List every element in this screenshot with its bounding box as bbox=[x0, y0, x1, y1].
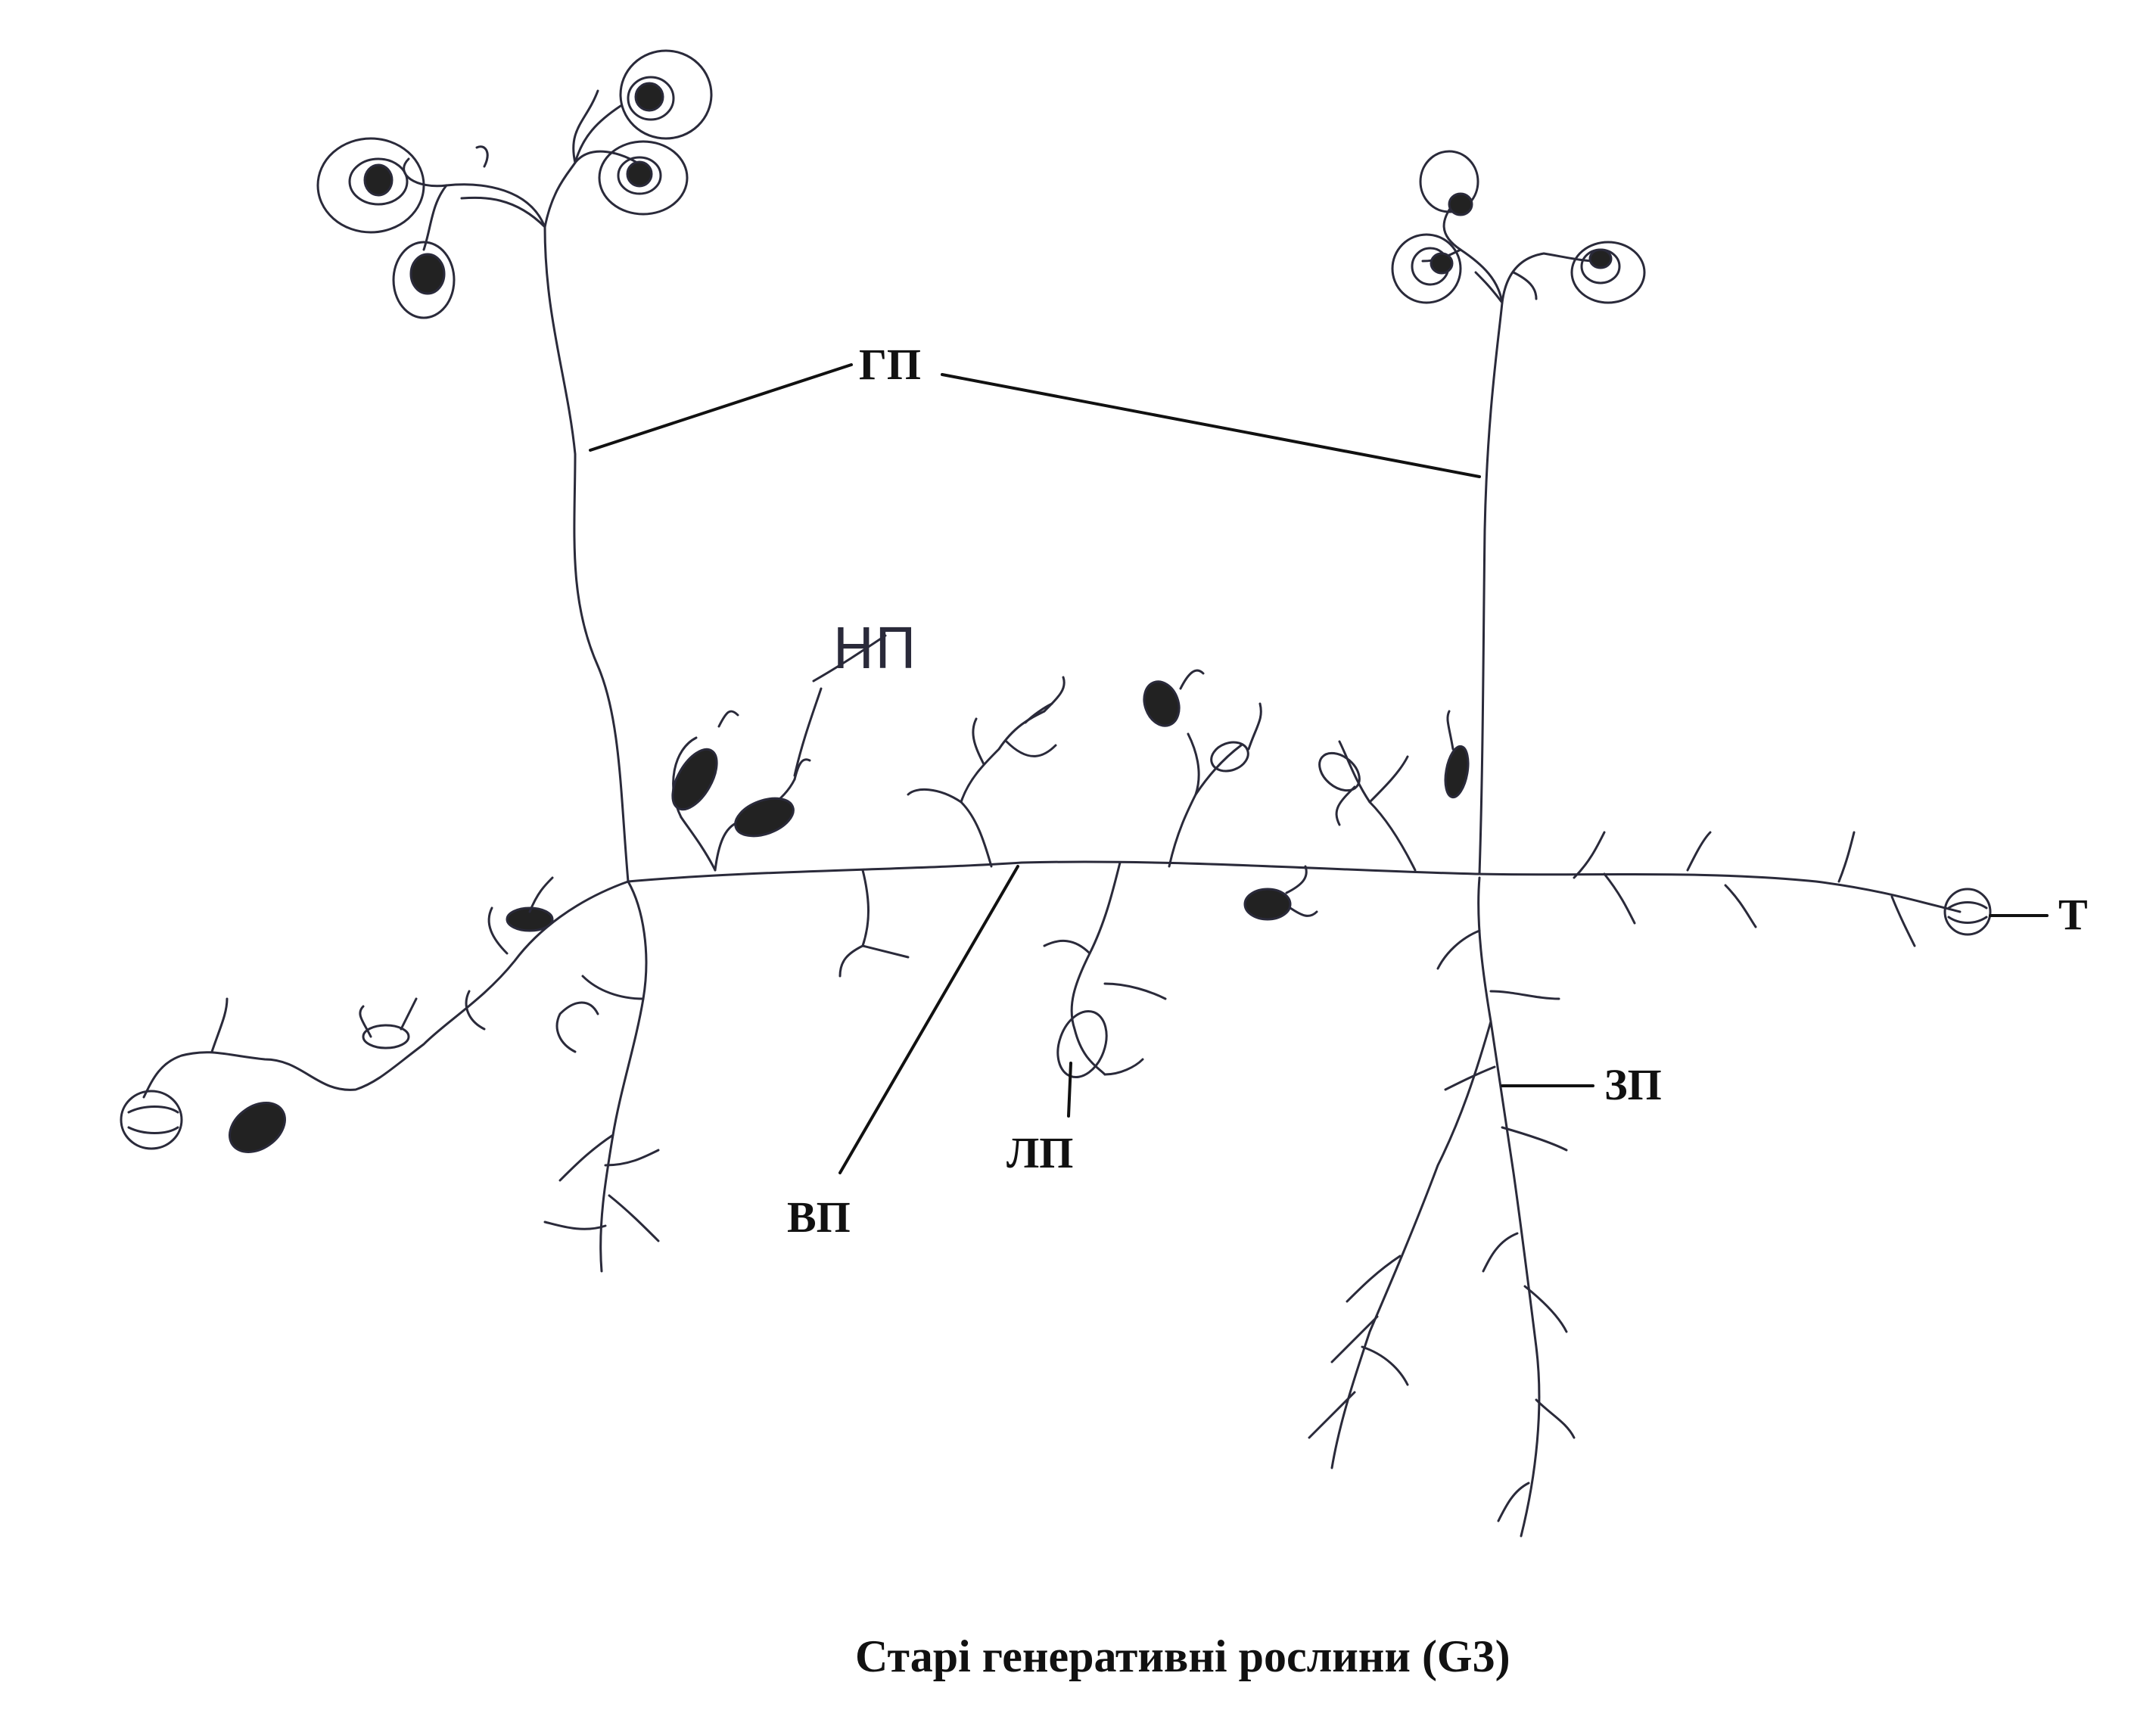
daughter-tuber-right bbox=[1943, 888, 1992, 936]
flower-head bbox=[619, 49, 713, 140]
leader-vp bbox=[838, 865, 1019, 1174]
flower-head bbox=[1419, 150, 1479, 213]
leader-np-2 bbox=[793, 687, 823, 777]
label-lp: ЛП bbox=[1006, 1128, 1074, 1177]
flower-head bbox=[1391, 233, 1462, 304]
caption: Старі генеративні рослини (G3) bbox=[855, 1631, 1510, 1681]
flower-head bbox=[392, 241, 456, 319]
rhizome-main bbox=[627, 860, 1962, 913]
leader-gp-right bbox=[941, 373, 1481, 478]
root-right bbox=[1477, 876, 1541, 1538]
label-zp: ЗП bbox=[1604, 1060, 1662, 1109]
leader-lp bbox=[1067, 1062, 1072, 1118]
daughter-tuber-left bbox=[120, 1090, 183, 1150]
label-gp: ГП bbox=[859, 340, 922, 389]
label-np: НП bbox=[832, 617, 917, 682]
stem-right bbox=[1478, 301, 1504, 875]
stem-left bbox=[543, 225, 630, 883]
leader-np-1 bbox=[812, 634, 887, 683]
flower-head bbox=[1570, 241, 1646, 304]
label-t: Т bbox=[2058, 890, 2088, 939]
label-vp: ВП bbox=[787, 1192, 851, 1242]
flower-head bbox=[598, 140, 689, 216]
flower-head bbox=[316, 137, 425, 234]
leader-gp-left bbox=[589, 363, 853, 452]
